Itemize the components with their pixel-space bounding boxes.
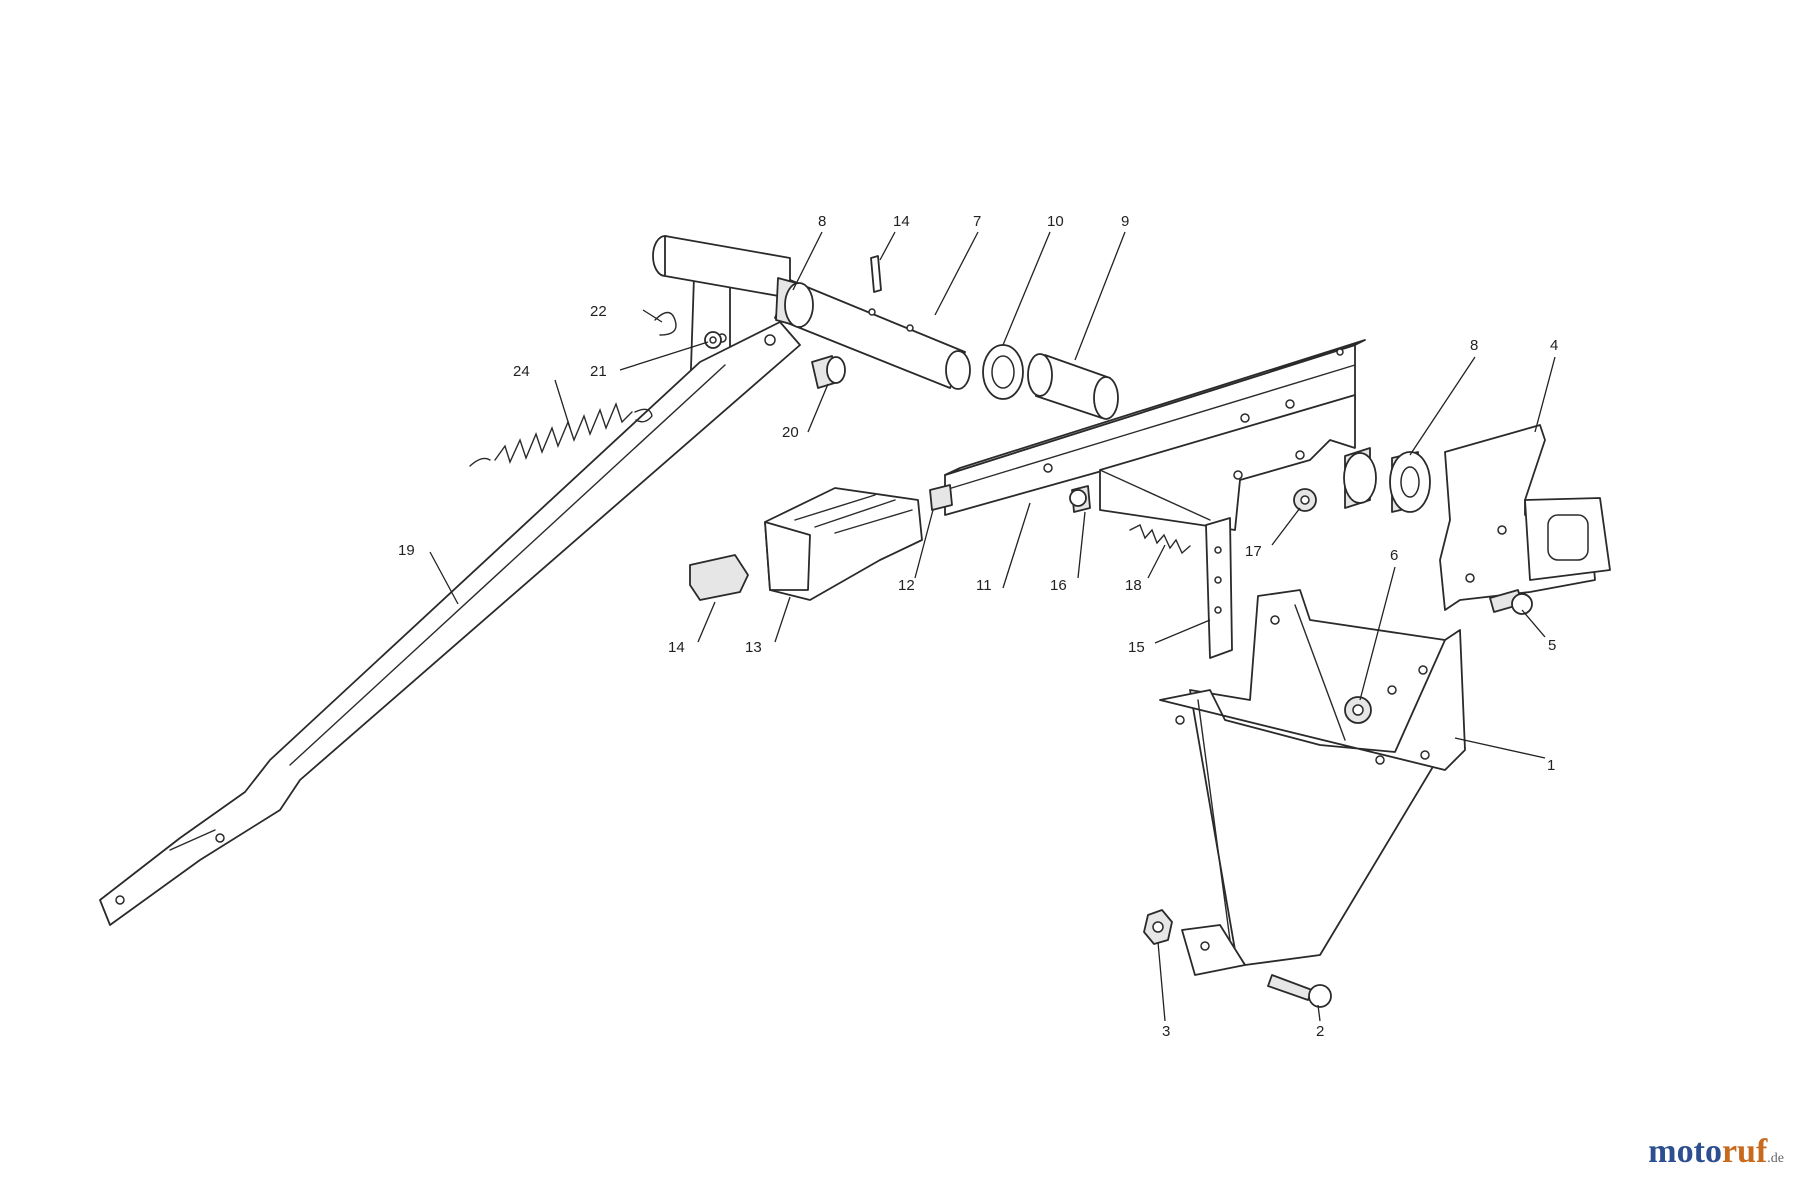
callout-2: 2 [1316,1023,1324,1040]
part-22-washer [704,331,722,349]
callout-23: 22 [590,303,607,320]
part-11-end-plate [1099,394,1356,531]
part-5-bolt [1489,589,1533,615]
watermark-part2: ruf [1721,1133,1768,1170]
callout-4: 4 [1550,337,1558,354]
watermark-part3: .de [1767,1151,1784,1166]
callout-21: 20 [782,424,799,441]
part-14-cap [689,554,749,601]
callout-9: 9 [1121,213,1129,230]
part-10-washer [982,344,1024,400]
part-17-pin [1069,469,1211,521]
callout-12: 12 [898,577,915,594]
callout-5: 5 [1548,637,1556,654]
part-16-plate [1205,517,1233,659]
part-21-pin [811,355,846,389]
part-9-bushing [1027,353,1119,420]
part-15-pin [870,255,882,293]
callout-11: 11 [976,577,992,594]
watermark-part1: moto [1648,1133,1722,1170]
part-3-nut [1143,909,1173,945]
callout-13: 13 [745,639,762,656]
part-6-nut [1344,696,1372,724]
callout-15: 14 [893,213,910,230]
callout-14: 14 [668,639,685,656]
callout-24: 24 [513,363,530,380]
callout-1: 1 [1547,757,1555,774]
part-23-clip [654,311,677,336]
part-18-nut [1293,488,1317,512]
part-1-mount-bracket [1159,589,1466,976]
part-2-bolt [1267,974,1332,1008]
part-12-stud [929,484,953,511]
callout-labels: 8 14 7 10 9 4 8 5 6 1 3 2 22 21 20 24 19… [398,213,1558,1040]
callout-8-top: 8 [818,213,826,230]
leader-lines [429,231,1556,1022]
motoruf-watermark-logo: motoruf.de [1648,1133,1784,1171]
callout-22: 21 [590,363,607,380]
callout-8-right: 8 [1470,337,1478,354]
callout-7: 7 [973,213,981,230]
part-13-grip [764,487,923,601]
callout-17: 16 [1050,577,1067,594]
callout-6: 6 [1390,547,1398,564]
callout-3: 3 [1162,1023,1170,1040]
callout-16: 15 [1128,639,1145,656]
callout-18: 17 [1245,543,1262,560]
callout-10: 10 [1047,213,1064,230]
callout-20: 19 [398,542,415,559]
callout-19: 18 [1125,577,1142,594]
part-4-side-bracket [1439,424,1611,611]
part-19-spring [1129,524,1191,555]
part-20-lever [99,321,801,926]
part-8-bushing-left [775,277,814,328]
part-24-spring [469,402,653,467]
part-8-bushing-right [1343,447,1431,513]
